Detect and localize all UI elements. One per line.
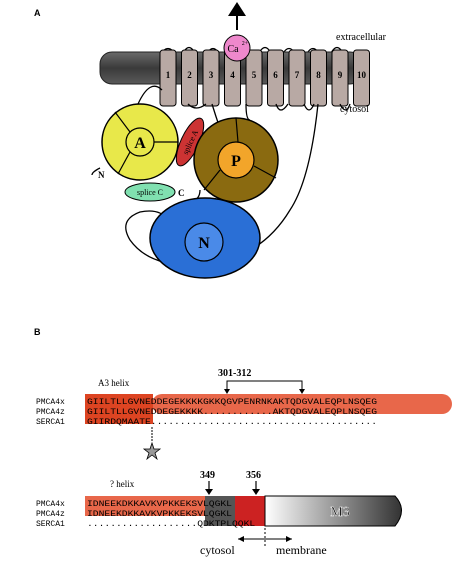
alignment-highlight-2 (85, 496, 205, 516)
sequence-residues: IDNEEKDKKAVKVPKKEKSVLQGKL (87, 510, 232, 519)
marker-356-label: 356 (246, 470, 261, 481)
helix-label-1: 1 (166, 70, 171, 80)
helix-10 (353, 49, 370, 107)
sequence-name: PMCA4x (36, 500, 65, 509)
m3-label: M3 (330, 505, 349, 520)
splice-c: splice C (124, 182, 176, 202)
helix-label-8: 8 (316, 70, 321, 80)
boundary-arrow-right (286, 536, 292, 542)
helix-label-3: 3 (209, 70, 214, 80)
sequence-residues: ...................QDKTPLQQKL (87, 520, 255, 529)
cytosol-label: cytosol (340, 104, 369, 115)
domain-a: A (101, 103, 179, 181)
c-terminus-label: C (178, 188, 185, 198)
extracellular-label: extracellular (336, 32, 387, 43)
helix-label-10: 10 (357, 70, 367, 80)
sequence-residues: GIIRDQMAATE.............................… (87, 418, 377, 427)
helix-label-6: 6 (273, 70, 278, 80)
cytosol-region-label: cytosol (200, 543, 235, 557)
bracket-arrow-right (299, 389, 305, 394)
helix-1 (159, 49, 177, 107)
sequence-name: PMCA4x (36, 398, 65, 407)
helix-label-5: 5 (252, 70, 257, 80)
panel-a-letter: A (34, 8, 41, 18)
marker-356-arrowhead (252, 489, 260, 495)
sequence-name: PMCA4z (36, 510, 65, 519)
a3-helix-label: A3 helix (98, 378, 130, 388)
domain-p: P (193, 117, 279, 203)
helix-9 (331, 49, 349, 107)
boundary-arrow-left (238, 536, 244, 542)
panel-b-letter: B (34, 327, 41, 337)
bracket-arrow-left (224, 389, 230, 394)
domain-p-label: P (231, 153, 241, 170)
helix-group: 1 2 3 4 5 6 7 8 9 10 (159, 49, 370, 107)
marker-349-arrowhead (205, 489, 213, 495)
bracket-301-312-label: 301-312 (218, 368, 251, 379)
membrane-region-label: membrane (276, 543, 327, 557)
marker-349-label: 349 (200, 470, 215, 481)
domain-n-label: N (198, 235, 210, 252)
helix-question-label: ? helix (110, 479, 135, 489)
helix-label-7: 7 (295, 70, 300, 80)
alignment-highlight-1 (152, 394, 452, 414)
n-terminus-label: N (98, 170, 105, 180)
sequence-residues: GIILTLLGVNEDDEGEKKKKGKKQGVPENRNKAKTQDGVA… (87, 398, 377, 407)
domain-a-label: A (134, 135, 146, 152)
alignment-gray-box (205, 496, 235, 526)
helix-5 (245, 49, 263, 107)
alignment-conserved-2 (235, 496, 265, 526)
helix-8 (310, 49, 327, 107)
sequence-residues: GIILTLLGVNEDDEGEKKKK............AKTQDGVA… (87, 408, 377, 417)
m3-segment: M3 (264, 495, 402, 527)
helix-6 (267, 49, 284, 107)
sequence-name: SERCA1 (36, 520, 65, 529)
splice-c-label: splice C (137, 188, 163, 197)
helix-3 (202, 49, 220, 107)
calcium-charge: 2+ (242, 41, 249, 47)
helix-label-2: 2 (187, 70, 192, 80)
alignment-block-1: PMCA4x GIILTLLGVNEDDEGEKKKKGKKQGVPENRNKAK… (36, 398, 377, 427)
star-marker-icon (142, 441, 162, 461)
helix-label-4: 4 (230, 70, 235, 80)
calcium-ion (223, 34, 251, 62)
sequence-name: SERCA1 (36, 418, 65, 427)
calcium-label: Ca (227, 44, 239, 55)
calcium-arrow-head (228, 2, 246, 16)
helix-7 (288, 49, 306, 107)
alignment-conserved-1 (85, 394, 153, 424)
bracket-301-312 (226, 380, 303, 392)
helix-label-9: 9 (338, 70, 343, 80)
domain-n: N (149, 197, 261, 279)
sequence-name: PMCA4z (36, 408, 65, 417)
sequence-residues: IDNEEKDKKAVKVPKKEKSVLQGKL (87, 500, 232, 509)
